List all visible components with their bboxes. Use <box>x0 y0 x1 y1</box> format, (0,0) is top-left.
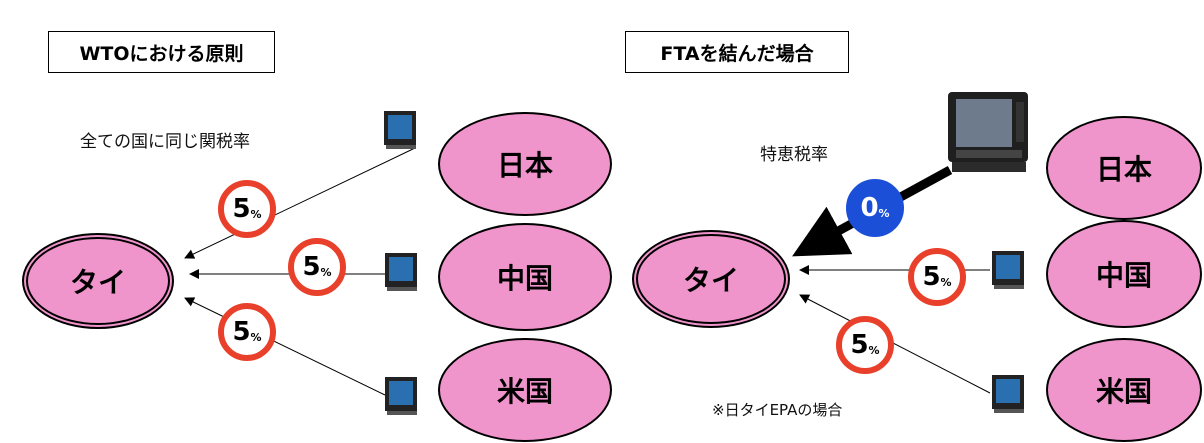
china-ellipse-left: 中国 <box>438 223 612 331</box>
usa-ellipse-right: 米国 <box>1046 338 1202 442</box>
rate-unit: % <box>320 265 332 279</box>
right-note: ※日タイEPAの場合 <box>712 401 843 419</box>
rate-unit: % <box>940 275 952 289</box>
japan-ellipse-right: 日本 <box>1046 116 1202 220</box>
rate-badge-usa-right: 5% <box>836 316 894 374</box>
tv-icon <box>384 111 416 149</box>
usa-label-left: 米国 <box>496 375 553 408</box>
thai-label-left: タイ <box>69 266 126 299</box>
rate-badge-japan-left: 5% <box>218 180 276 238</box>
rate-unit: % <box>868 343 880 357</box>
tv-icon <box>948 92 1028 172</box>
right-title: FTAを結んだ場合 <box>625 31 849 73</box>
tv-icon <box>992 375 1024 413</box>
rate-value: 5 <box>922 262 941 292</box>
arrow-usa-thai-left <box>184 297 386 396</box>
japan-ellipse-left: 日本 <box>438 112 612 216</box>
thai-ellipse-right: タイ <box>632 230 790 328</box>
rate-badge-china-right: 5% <box>908 248 966 306</box>
japan-label-right: 日本 <box>1095 153 1152 186</box>
left-title: WTOにおける原則 <box>48 31 275 73</box>
tv-icon <box>992 251 1024 289</box>
tv-icon <box>385 377 417 415</box>
china-label-left: 中国 <box>496 262 553 295</box>
rate-unit: % <box>878 206 890 220</box>
china-label-right: 中国 <box>1095 259 1152 292</box>
rate-value: 5 <box>850 330 869 360</box>
rate-unit: % <box>250 330 262 344</box>
arrow-usa-thai-right <box>799 294 991 394</box>
thai-ellipse-left: タイ <box>22 233 174 329</box>
right-caption: 特恵税率 <box>760 145 828 165</box>
rate-value: 5 <box>232 317 251 347</box>
thai-label-right: タイ <box>682 264 739 297</box>
rate-badge-china-left: 5% <box>288 238 346 296</box>
rate-badge-usa-left: 5% <box>218 303 276 361</box>
left-caption: 全ての国に同じ関税率 <box>80 132 250 152</box>
rate-value: 0 <box>860 193 879 223</box>
japan-label-left: 日本 <box>496 149 553 182</box>
china-ellipse-right: 中国 <box>1046 220 1202 328</box>
arrow-japan-thai-left <box>184 147 416 259</box>
rate-badge-japan-right: 0% <box>846 179 904 237</box>
rate-value: 5 <box>232 194 251 224</box>
rate-value: 5 <box>302 252 321 282</box>
usa-ellipse-left: 米国 <box>438 338 612 442</box>
usa-label-right: 米国 <box>1095 375 1152 408</box>
rate-unit: % <box>250 207 262 221</box>
tv-icon <box>385 253 417 291</box>
